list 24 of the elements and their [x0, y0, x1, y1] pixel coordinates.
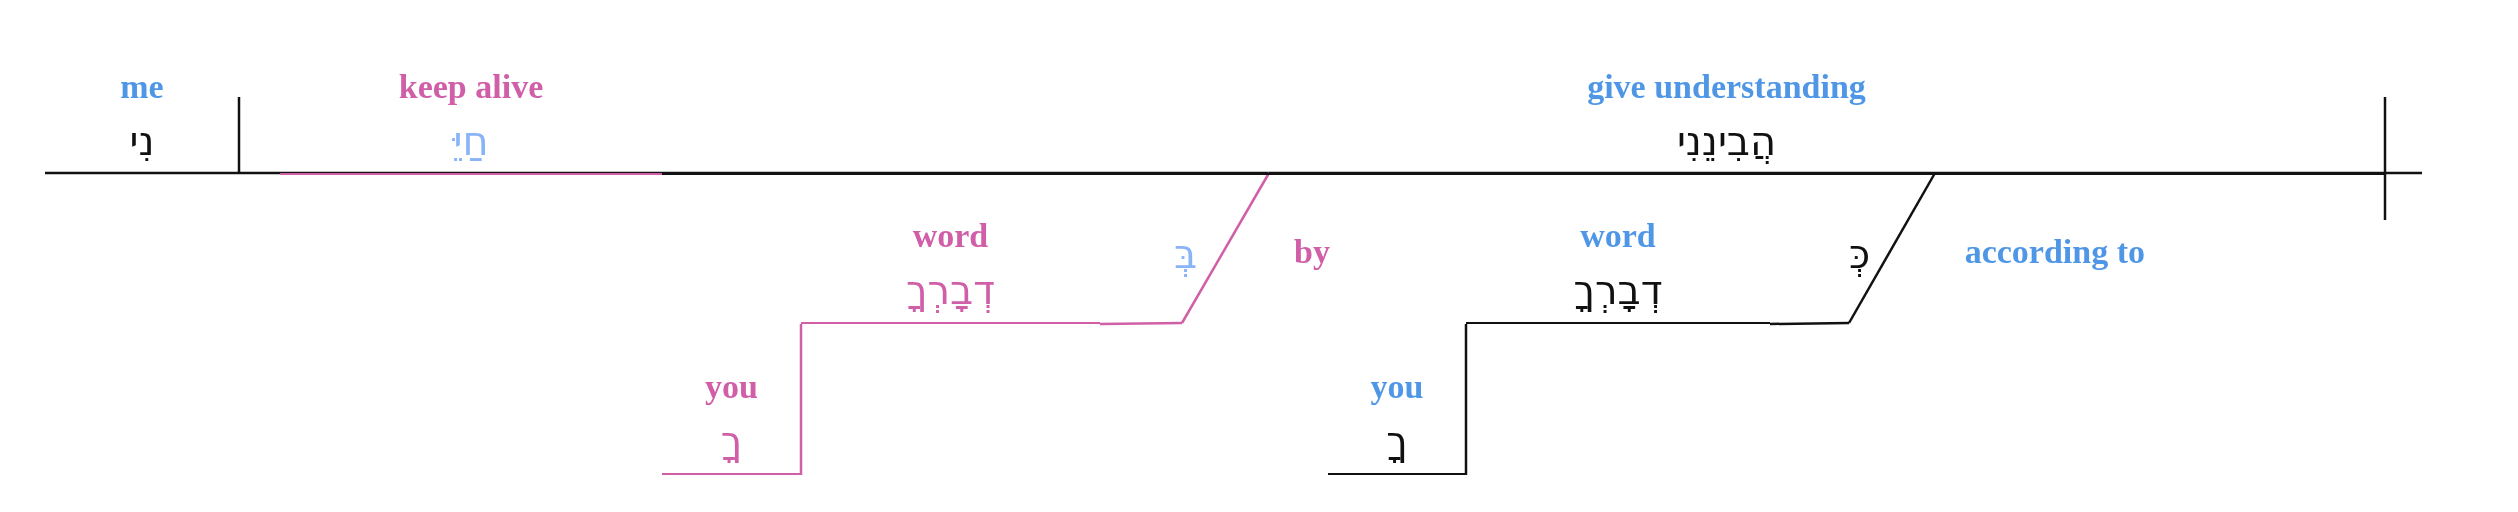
connector-line	[1847, 172, 1937, 324]
connector-line	[1464, 324, 1468, 475]
hebrew-word: דְבָרְךָ	[1573, 266, 1663, 315]
connector-line	[799, 324, 803, 475]
hebrew-word: נִי	[129, 117, 155, 166]
gloss-label: you	[1370, 367, 1424, 407]
hebrew-word: בְּ	[1174, 232, 1198, 276]
gloss-label: give understanding	[1587, 67, 1866, 107]
connector-line	[1770, 321, 1849, 326]
gloss-label: keep alive	[398, 67, 544, 107]
gloss-label: me	[120, 67, 164, 107]
connector-line	[1100, 321, 1182, 326]
hebrew-word: כְּ	[1849, 232, 1871, 276]
gloss-label: you	[705, 367, 758, 407]
hebrew-word: ךָ	[720, 417, 743, 466]
gloss-label: word	[912, 216, 989, 256]
gloss-label: by	[1294, 232, 1330, 272]
hebrew-word: דְבָרְךָ	[906, 266, 995, 315]
hebrew-word: חַיֵּ	[453, 117, 489, 166]
hebrew-word: הֲבִינֵנִי	[1676, 117, 1777, 166]
hebrew-word: ךָ	[1386, 417, 1408, 466]
gloss-label: according to	[1964, 232, 2145, 272]
gloss-label: word	[1580, 216, 1656, 256]
connector-line	[1180, 172, 1271, 324]
